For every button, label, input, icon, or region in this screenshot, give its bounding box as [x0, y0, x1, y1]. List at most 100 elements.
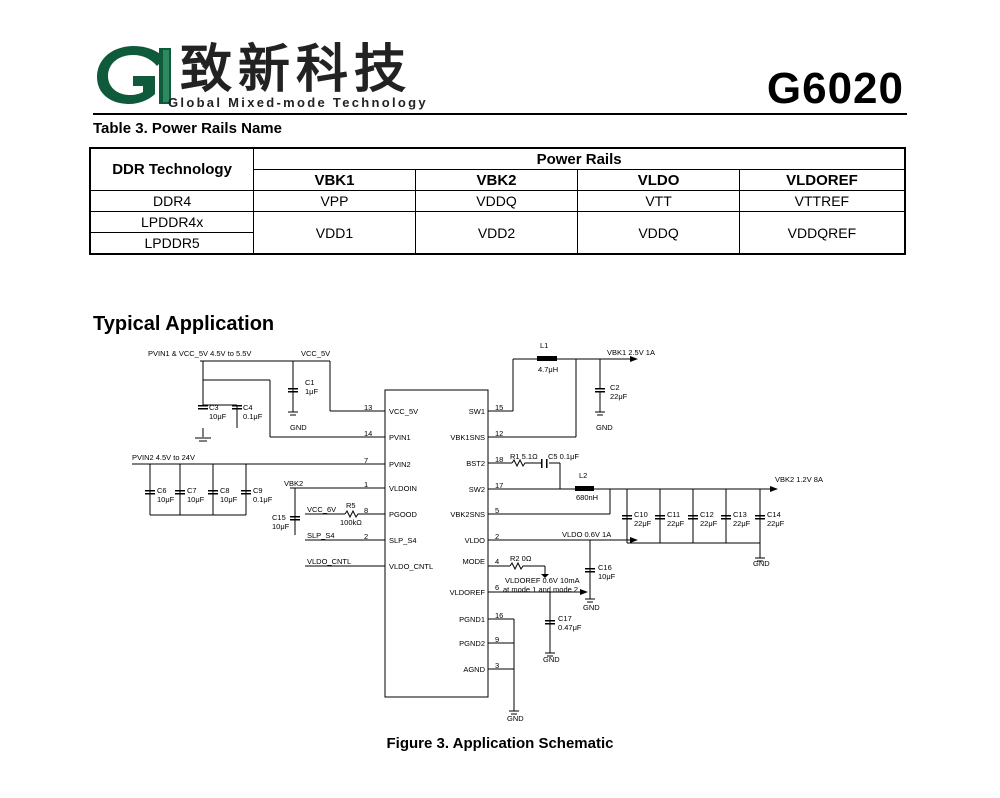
net-label-vldoref-note: at mode 1 and mode 2 [503, 585, 578, 594]
ic-right-pins: SW1 VBK1SNS BST2 SW2 VBK2SNS VLDO MODE V… [450, 407, 486, 674]
pin-number: 6 [495, 583, 499, 592]
pin-name: PGND1 [459, 615, 485, 624]
pin-number: 18 [495, 455, 503, 464]
net-label-slp: SLP_S4 [307, 531, 335, 540]
cap-label: C9 [253, 486, 263, 495]
power-rails-table: DDR Technology Power Rails VBK1 VBK2 VLD… [89, 147, 906, 255]
cap-label: C15 [272, 513, 286, 522]
cap-value: 22μF [733, 519, 751, 528]
cap-value: 22μF [667, 519, 685, 528]
pin-name: PGND2 [459, 639, 485, 648]
pin-number: 2 [495, 532, 499, 541]
cell-vldo: VDDQ [577, 211, 740, 255]
pin-number: 1 [364, 480, 368, 489]
pin-number: 13 [364, 403, 372, 412]
company-logo-mark [97, 46, 171, 104]
net-label-vbk2-in: VBK2 [284, 479, 303, 488]
pin-number: 7 [364, 456, 368, 465]
pin-number: 4 [495, 557, 499, 566]
cap-value: 0.47μF [558, 623, 582, 632]
pin-name: VBK2SNS [450, 510, 485, 519]
cap-value: 22μF [634, 519, 652, 528]
pin-name: SW2 [469, 485, 485, 494]
header-vldo: VLDO [577, 169, 740, 191]
gnd-label: GND [507, 714, 524, 723]
cell-vldoref: VDDQREF [738, 211, 906, 255]
pin-number: 8 [364, 506, 368, 515]
ic-left-pins: 13 VCC_5V 14 PVIN1 7 PVIN2 1 VLDOIN 8 PG… [364, 403, 433, 571]
net-label-vbk1-out: VBK1 2.5V 1A [607, 348, 655, 357]
company-logo-chinese: 致新科技 [180, 40, 413, 100]
pin-name: VLDOREF [450, 588, 486, 597]
inductor-label: L2 [579, 471, 587, 480]
cap-value: 10μF [272, 522, 290, 531]
cell-vbk2: VDDQ [414, 190, 579, 212]
cell-ddr: LPDDR4x [89, 211, 255, 233]
table-row: LPDDR4x VDD1 VDD2 VDDQ VDDQREF [89, 211, 906, 255]
cap-value: 22μF [700, 519, 718, 528]
table-row: LPDDR5 [89, 232, 905, 255]
inductor-value: 680nH [576, 493, 598, 502]
net-label-vcc5v: VCC_5V [301, 349, 330, 358]
net-label-pvin1: PVIN1 & VCC_5V 4.5V to 5.5V [148, 349, 251, 358]
resistor-label: R1 5.1Ω [510, 452, 538, 461]
cap-value: 0.1μF [253, 495, 273, 504]
pin-name: PVIN2 [389, 460, 411, 469]
cap-value: 22μF [610, 392, 628, 401]
ic-right-pin-numbers: 15 12 18 17 5 2 4 6 16 9 3 [495, 403, 503, 670]
cap-label: C13 [733, 510, 747, 519]
cap-value: 10μF [220, 495, 238, 504]
header-vldoref: VLDOREF [738, 169, 906, 191]
cap-label: C6 [157, 486, 167, 495]
cap-label: C2 [610, 383, 620, 392]
application-schematic: 13 VCC_5V 14 PVIN1 7 PVIN2 1 VLDOIN 8 PG… [132, 341, 823, 723]
pin-name: SLP_S4 [389, 536, 417, 545]
ic-body [384, 389, 489, 698]
net-label-vldo-cntl: VLDO_CNTL [307, 557, 351, 566]
header-divider [93, 113, 907, 115]
cap-label: C5 0.1μF [548, 452, 579, 461]
gnd-label: GND [290, 423, 307, 432]
cap-label: C3 [209, 403, 219, 412]
company-logo-english: Global Mixed-mode Technology [168, 95, 428, 110]
pin-number: 15 [495, 403, 503, 412]
pin-number: 5 [495, 506, 499, 515]
table-header-row: DDR Technology Power Rails [89, 147, 906, 191]
net-label-vbk2-out: VBK2 1.2V 8A [775, 475, 823, 484]
cap-label: C4 [243, 403, 253, 412]
pin-name: MODE [463, 557, 486, 566]
cap-label: C10 [634, 510, 648, 519]
cell-ddr: LPDDR5 [89, 232, 255, 255]
cell-vldoref: VTTREF [738, 190, 906, 212]
pin-number: 9 [495, 635, 499, 644]
figure-caption: Figure 3. Application Schematic [386, 735, 614, 752]
cap-value: 10μF [598, 572, 616, 581]
cap-value: 10μF [157, 495, 175, 504]
cell-ddr: DDR4 [89, 190, 255, 212]
cap-value: 22μF [767, 519, 785, 528]
net-label-vldo-out: VLDO 0.6V 1A [562, 530, 611, 539]
net-label-pvin2: PVIN2 4.5V to 24V [132, 453, 195, 462]
pin-name: VLDO [465, 536, 486, 545]
cap-value: 0.1μF [243, 412, 263, 421]
pin-number: 16 [495, 611, 503, 620]
gnd-label: GND [583, 603, 600, 612]
gnd-label: GND [543, 655, 560, 664]
header-ddr-technology: DDR Technology [89, 147, 255, 191]
cell-vbk1: VDD1 [253, 211, 416, 255]
pin-name: VLDOIN [389, 484, 417, 493]
section-title: Typical Application [93, 313, 275, 335]
pin-name: BST2 [466, 459, 485, 468]
resistor-value: 100kΩ [340, 518, 362, 527]
gnd-label: GND [753, 559, 770, 568]
pin-name: PVIN1 [389, 433, 411, 442]
inductor-value: 4.7μH [538, 365, 558, 374]
pin-name: AGND [463, 665, 485, 674]
header-power-rails: Power Rails [253, 147, 906, 170]
document-part-number: G6020 [766, 64, 904, 113]
header-vbk1: VBK1 [253, 169, 416, 191]
cap-label: C8 [220, 486, 230, 495]
pin-number: 17 [495, 481, 503, 490]
cell-vbk2: VDD2 [414, 211, 579, 255]
pin-name: VCC_5V [389, 407, 418, 416]
